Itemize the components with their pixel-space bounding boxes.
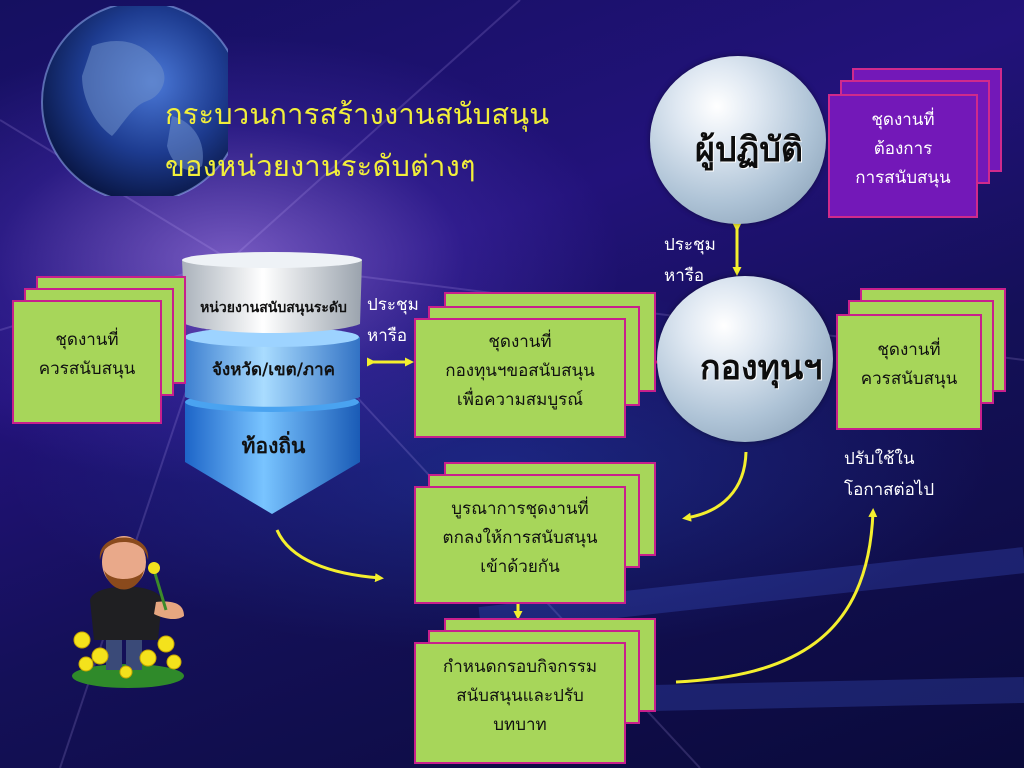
note-meeting-left: ประชุม หารือ bbox=[367, 295, 419, 346]
character-with-flowers-icon bbox=[72, 536, 184, 688]
title-line-2: ของหน่วยงานระดับต่างๆ bbox=[165, 149, 476, 183]
doc-left-front: ชุดงานที่ ควรสนับสนุน bbox=[12, 300, 162, 424]
funnel-tier-2-label: จังหวัด/เขต/ภาค bbox=[211, 360, 336, 380]
sphere-practitioner bbox=[650, 56, 826, 224]
doc-center-front: ชุดงานที่ กองทุนฯขอสนับสนุน เพื่อความสมบ… bbox=[414, 318, 626, 438]
doc-right-front: ชุดงานที่ ควรสนับสนุน bbox=[836, 314, 982, 430]
note-adjust: ปรับใช้ใน โอกาสต่อไป bbox=[844, 449, 935, 500]
sphere-practitioner-label: ผู้ปฏิบัติ bbox=[695, 130, 803, 170]
arrow-sphere-integrate bbox=[682, 451, 748, 522]
doc-integrate-front: บูรณาการชุดงานที่ ตกลงให้การสนับสนุน เข้… bbox=[414, 486, 626, 604]
note-meeting-top: ประชุม หารือ bbox=[664, 235, 716, 286]
title-block: กระบวนการสร้างงานสนับสนุน ของหน่วยงานระด… bbox=[165, 88, 549, 192]
arrow-framework-adjust bbox=[675, 508, 878, 684]
globe-icon bbox=[41, 6, 228, 196]
sphere-fund bbox=[657, 276, 833, 442]
title-line-1: กระบวนการสร้างงานสนับสนุน bbox=[165, 97, 550, 131]
doc-top-right-front: ชุดงานที่ ต้องการ การสนับสนุน bbox=[828, 94, 978, 218]
funnel-tier-1-label: หน่วยงานสนับสนุนระดับ bbox=[200, 300, 347, 316]
doc-framework-front: กำหนดกรอบกิจกรรม สนับสนุนและปรับ บทบาท bbox=[414, 642, 626, 764]
funnel-diagram bbox=[182, 252, 362, 514]
sphere-fund-label: กองทุนฯ bbox=[700, 348, 823, 388]
funnel-tier-3-label: ท้องถิ่น bbox=[241, 434, 306, 458]
arrow-funnel-integrate bbox=[275, 529, 384, 583]
